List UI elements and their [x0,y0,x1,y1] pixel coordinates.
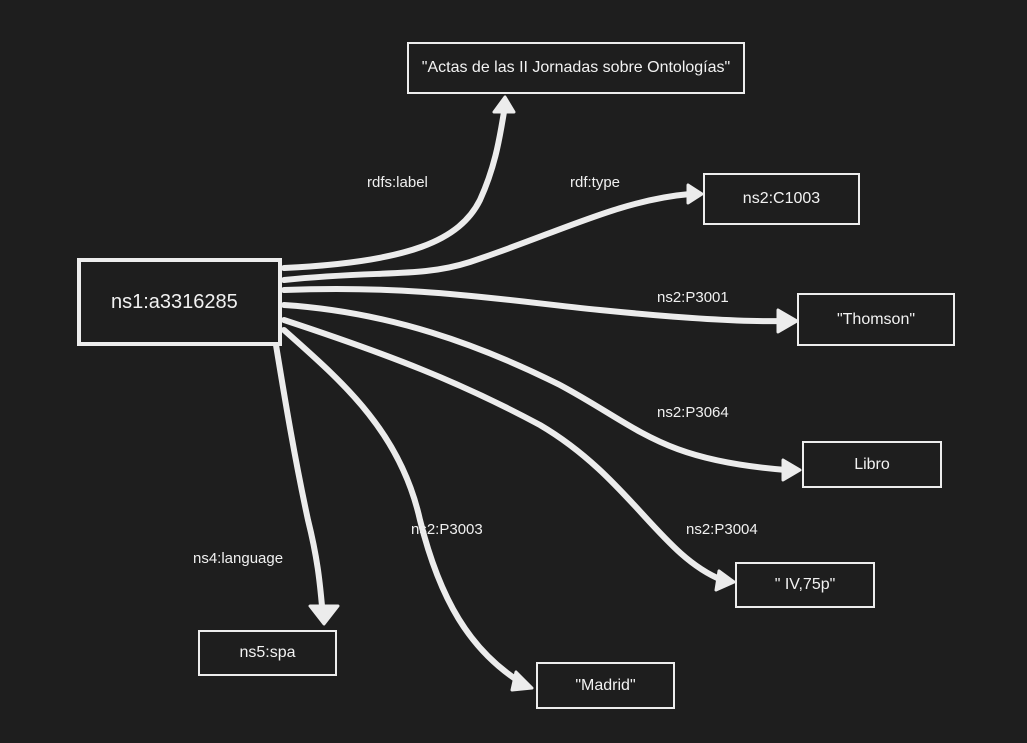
node-thomson[interactable]: "Thomson" [797,293,955,346]
node-actas[interactable]: "Actas de las II Jornadas sobre Ontologí… [407,42,745,94]
edge-label-rdfs-label: rdfs:label [367,174,428,191]
node-iv75p-label: " IV,75p" [774,576,836,593]
node-madrid-label: "Madrid" [575,676,636,694]
node-c1003-label: ns2:C1003 [742,190,821,207]
edge-label-rdf-type: rdf:type [570,174,621,191]
edge-ns2-p3004 [281,317,725,583]
node-subject[interactable]: ns1:a3316285 [77,258,282,346]
arrowhead-ns2-p3001 [776,308,799,334]
arrowhead-ns4-language [308,604,340,626]
edge-label-ns2-p3003: ns2:P3003 [411,521,483,538]
edge-rdf-type [281,191,693,283]
node-madrid[interactable]: "Madrid" [536,662,675,709]
edge-label-ns2-p3064: ns2:P3064 [657,404,729,421]
arrowhead-ns2-p3064 [781,458,802,482]
node-spa[interactable]: ns5:spa [198,630,337,676]
edge-label-ns2-p3004: ns2:P3004 [686,521,758,538]
node-spa-label: ns5:spa [239,644,296,661]
edge-ns4-language [273,342,325,609]
node-actas-label: "Actas de las II Jornadas sobre Ontologí… [421,59,731,76]
arrowhead-ns2-p3003 [510,670,534,692]
arrowhead-rdfs-label [492,95,516,114]
edge-ns2-p3003 [281,327,523,685]
node-iv75p[interactable]: " IV,75p" [735,562,875,608]
node-thomson-label: "Thomson" [836,310,916,328]
edge-label-ns4-language: ns4:language [193,550,284,567]
edge-ns2-p3001 [281,286,785,325]
edge-ns2-p3064 [281,302,789,473]
edge-label-ns2-p3001: ns2:P3001 [657,289,729,306]
node-c1003[interactable]: ns2:C1003 [703,173,860,225]
edge-rdfs-label [281,109,507,271]
node-libro-label: Libro [854,455,890,473]
arrowhead-rdf-type [686,183,704,205]
node-libro[interactable]: Libro [802,441,942,488]
arrowhead-ns2-p3004 [714,569,736,592]
node-subject-label: ns1:a3316285 [111,290,238,313]
